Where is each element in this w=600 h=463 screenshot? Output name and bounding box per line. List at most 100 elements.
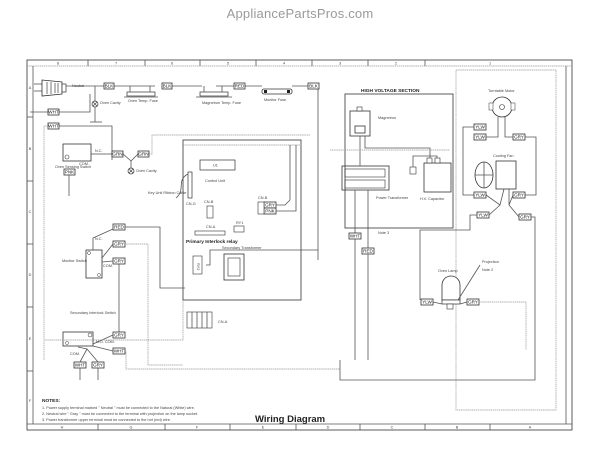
stepdown-transformer-icon — [223, 253, 245, 281]
svg-text:GRY: GRY — [514, 135, 524, 140]
right-panel-border — [455, 69, 557, 411]
col-label: C — [391, 426, 394, 430]
row-label: E — [29, 337, 32, 341]
svg-text:GRY: GRY — [114, 259, 124, 264]
magnetron-temp-fuse-icon — [196, 86, 232, 98]
hv-capacitor-label: H.V. Capacitor — [420, 197, 445, 201]
cooling-fan-icon — [474, 160, 517, 190]
wire-tag: GRN — [111, 150, 124, 158]
note2-label: Note 2 — [482, 268, 493, 272]
wire-tag: PNK — [263, 207, 277, 215]
wire-tag: YLW — [420, 298, 434, 306]
col-label: 5 — [227, 62, 229, 66]
svg-text:PNK: PNK — [65, 170, 75, 175]
control-unit-label: Control Unit — [205, 179, 226, 183]
oven-cavity-label: Oven Cavity — [100, 101, 121, 105]
col-label: D — [327, 426, 330, 430]
wire-tag: GRY — [466, 298, 480, 306]
wire-tag: WHT — [47, 108, 60, 116]
row-label: D — [29, 273, 32, 277]
wire-tag: PNK — [63, 168, 76, 176]
wire-tag: WHT — [112, 347, 126, 355]
col-label: 1 — [489, 62, 491, 66]
row-label: B — [29, 147, 32, 151]
svg-text:YLW: YLW — [422, 300, 432, 305]
oven-cavity-icon — [90, 86, 102, 123]
svg-text:BLK: BLK — [309, 84, 319, 89]
svg-text:YLW: YLW — [475, 193, 485, 198]
diagram-title: Wiring Diagram — [255, 414, 325, 425]
svg-text:GRY: GRY — [114, 333, 124, 338]
monitor-switch-label: Monitor Switch — [62, 259, 87, 263]
oven-sensing-switch-label: Oven Sensing Switch — [55, 165, 91, 169]
col-label: 7 — [115, 62, 117, 66]
oven-lamp-label: Oven Lamp — [438, 269, 458, 273]
no-com-label: N.O. COM. — [96, 340, 115, 344]
wire-tag: YLW — [473, 133, 487, 141]
svg-text:YLW: YLW — [475, 135, 485, 140]
com-label: COM. — [79, 162, 89, 166]
secondary-interlock-switch-icon — [62, 331, 94, 347]
wire-tag: BLK — [161, 82, 173, 90]
oven-temp-fuse-icon — [124, 86, 158, 98]
cn-b-label: CN-B — [258, 196, 268, 200]
svg-text:WHT: WHT — [48, 124, 59, 129]
note-item: 3. Power transformer upper terminal must… — [42, 418, 171, 422]
wire-tag: YLW — [476, 211, 490, 219]
svg-text:GRY: GRY — [514, 193, 524, 198]
col-label: E — [262, 426, 265, 430]
monitor-com-label: COM. — [103, 264, 113, 268]
notes-heading: NOTES: — [42, 398, 61, 404]
svg-text:BLK: BLK — [163, 84, 173, 89]
svg-text:GRN: GRN — [112, 152, 122, 157]
magnetron-temp-fuse-label: Magnetron Temp. Fuse — [202, 101, 241, 105]
monitor-switch-icon — [85, 228, 114, 279]
wire-tag: WHT — [47, 122, 60, 130]
wire-tag: BLK — [103, 82, 115, 90]
power-transformer-label: Power Transformer — [376, 196, 409, 200]
wire-tag: RED — [361, 247, 375, 255]
projection-label: Projection — [482, 260, 499, 264]
svg-text:RED: RED — [235, 84, 245, 89]
oven-cavity-mid-label: Oven Cavity — [136, 169, 157, 173]
oven-cavity-mid-icon — [127, 167, 135, 175]
left-row-labels: A B C D E F — [27, 86, 33, 403]
control-unit-board — [182, 139, 302, 301]
wire-tag: GRY — [512, 191, 526, 199]
col-label: F — [196, 426, 199, 430]
frame-outer — [26, 59, 573, 431]
cn-a-inner-label: CN-A — [206, 225, 216, 229]
wire-tag: GRY — [112, 257, 126, 265]
svg-text:BLK: BLK — [105, 84, 115, 89]
wire-tag: WHT — [73, 361, 87, 369]
svg-text:YLW: YLW — [478, 213, 488, 218]
wire-tag: YLW — [473, 123, 487, 131]
bottom-column-labels: H G F E D C B A — [61, 424, 532, 430]
wire-tag: RED — [233, 82, 246, 90]
oven-temp-fuse-label: Oven Temp. Fuse — [128, 99, 158, 103]
key-unit-label: Key Unit Ribbon Cable — [148, 191, 186, 195]
ry2-label: RY2 — [196, 263, 200, 270]
power-plug-icon — [34, 79, 67, 97]
cn-g-label: CN-G — [186, 202, 196, 206]
watermark: AppliancePartsPros.com — [226, 6, 374, 21]
high-voltage-section-label: HIGH VOLTAGE SECTION — [361, 88, 420, 94]
col-label: 8 — [57, 62, 59, 66]
wire-tag: GRY — [112, 240, 126, 248]
wire-tag: GRY — [91, 361, 105, 369]
cn-b-inner-label: CN-B — [204, 200, 214, 204]
monitor-fuse-icon — [261, 88, 293, 95]
row-label: C — [29, 210, 32, 214]
col-label: 6 — [171, 62, 173, 66]
wire-tag: WHT — [348, 232, 362, 240]
monitor-nc-label: N.C. — [95, 237, 103, 241]
turntable-motor-label: Turntable Motor — [488, 89, 515, 93]
wire-tag: YLW — [473, 191, 487, 199]
row-label: F — [29, 399, 32, 403]
svg-text:GRY: GRY — [114, 242, 124, 247]
note3-label: Note 3 — [378, 231, 389, 235]
magnetron-label: Magnetron — [378, 116, 396, 120]
wire-tag: GRY — [263, 201, 277, 209]
cn-a-connector — [186, 311, 213, 329]
